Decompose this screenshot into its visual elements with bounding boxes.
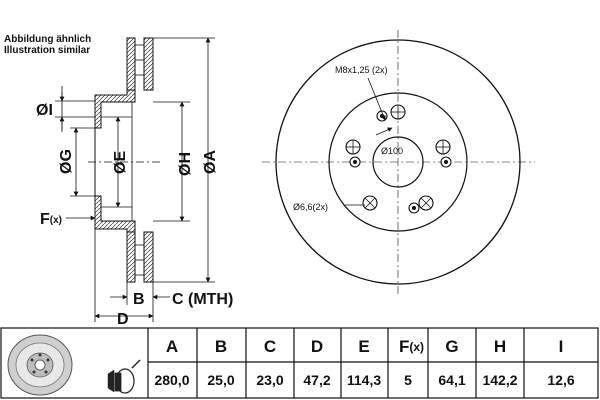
header-C: C bbox=[264, 337, 276, 356]
header-B: B bbox=[215, 337, 227, 356]
header-F: F(x) bbox=[399, 337, 424, 356]
bolt-hole-crosses bbox=[346, 105, 450, 209]
header-A: A bbox=[166, 337, 178, 356]
spec-table-values: 280,0 25,0 23,0 47,2 114,3 5 64,1 142,2 … bbox=[154, 372, 574, 388]
header-I: I bbox=[559, 337, 564, 356]
pcd-annotation: Ø100 bbox=[381, 146, 403, 156]
disc-thumbnail bbox=[7, 334, 73, 396]
label-I: ØI bbox=[36, 102, 53, 119]
front-view bbox=[262, 30, 535, 294]
value-E: 114,3 bbox=[347, 372, 381, 388]
label-A: ØA bbox=[202, 150, 219, 174]
value-D: 47,2 bbox=[303, 372, 330, 388]
value-H: 142,2 bbox=[482, 372, 517, 388]
value-C: 23,0 bbox=[256, 372, 283, 388]
side-dimension-lines bbox=[55, 37, 215, 322]
illustration-note-en: Illustration similar bbox=[4, 45, 90, 56]
header-G: G bbox=[445, 337, 458, 356]
header-D: D bbox=[311, 337, 323, 356]
value-A: 280,0 bbox=[154, 372, 189, 388]
label-C-mth: C (MTH) bbox=[172, 291, 233, 308]
header-E: E bbox=[358, 337, 369, 356]
value-G: 64,1 bbox=[438, 372, 465, 388]
front-leaders bbox=[345, 77, 393, 206]
spec-table-frame bbox=[0, 327, 599, 399]
thread-annotation: M8x1,25 (2x) bbox=[335, 65, 388, 75]
label-G: ØG bbox=[58, 149, 75, 174]
spec-table-headers: A B C D E F(x) G H I bbox=[166, 337, 564, 356]
holes-annotation: Ø6,6(2x) bbox=[293, 202, 328, 212]
label-H: ØH bbox=[177, 152, 194, 176]
label-E: ØE bbox=[112, 151, 129, 174]
value-F: 5 bbox=[404, 372, 412, 388]
label-F: F(x) bbox=[40, 211, 62, 228]
label-B: B bbox=[133, 291, 145, 308]
illustration-note-de: Abbildung ähnlich bbox=[4, 34, 91, 45]
value-I: 12,6 bbox=[547, 372, 574, 388]
label-D: D bbox=[117, 311, 129, 328]
header-H: H bbox=[494, 337, 506, 356]
value-B: 25,0 bbox=[207, 372, 234, 388]
measure-icon bbox=[107, 359, 141, 394]
